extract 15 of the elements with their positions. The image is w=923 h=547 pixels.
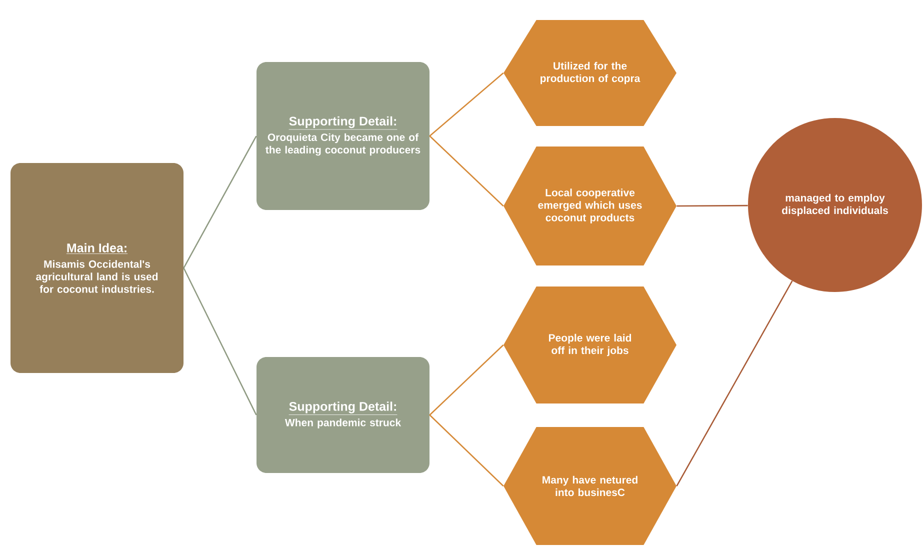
connector-line xyxy=(429,344,504,416)
hexagon: Many have netured into businesC xyxy=(504,427,676,545)
connector-line xyxy=(429,72,504,136)
rounded-box: Supporting Detail: Oroquieta City became one of the leading coconut producers xyxy=(256,62,430,210)
hexagon: Local cooperative emerged which uses coconut products xyxy=(504,146,676,266)
connector-line xyxy=(676,280,793,486)
hexagon: People were laid off in their jobs xyxy=(504,286,676,404)
connector-line xyxy=(429,414,504,486)
connector-line xyxy=(183,268,257,416)
rounded-box: Supporting Detail: When pandemic struck xyxy=(256,357,430,473)
rounded-box: Main Idea: Misamis Occidental's agricultural land is used for coconut industries. xyxy=(10,163,184,373)
connector-line xyxy=(429,136,504,206)
connector-line xyxy=(183,136,257,268)
connector-line xyxy=(676,204,748,207)
hexagon: Utilized for the production of copra xyxy=(504,20,676,126)
